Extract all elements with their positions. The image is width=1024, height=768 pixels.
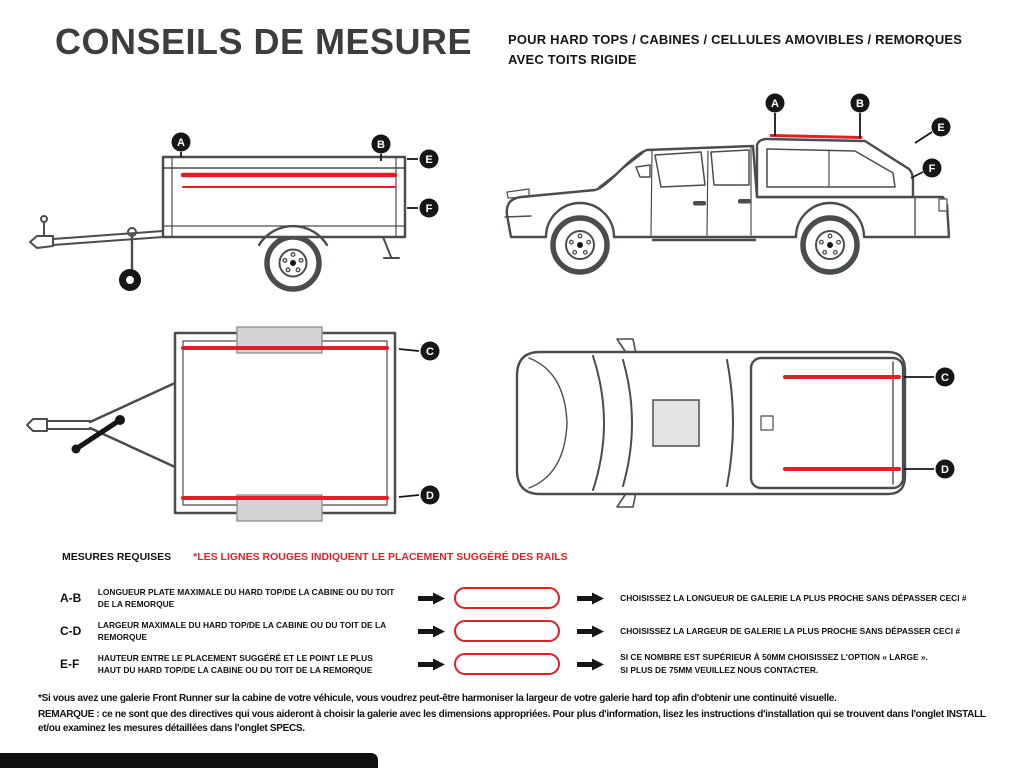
- marker-c: C: [398, 341, 440, 361]
- door-handle: [738, 199, 751, 204]
- svg-text:A: A: [771, 98, 779, 110]
- marker-a: A: [765, 93, 785, 136]
- trailer-box: [161, 155, 407, 239]
- svg-text:C: C: [426, 346, 434, 358]
- footnote-line-2: REMARQUE : ce ne sont que des directives…: [38, 708, 986, 735]
- canopy-top: [749, 356, 905, 490]
- hitch-coupling: [29, 235, 54, 249]
- measurement-value-box-ef: [454, 653, 561, 675]
- page-title: CONSEILS DE MESURE: [55, 21, 473, 62]
- svg-text:E: E: [937, 122, 944, 134]
- measure-key-ab: A-B: [60, 591, 82, 605]
- marker-b: B: [850, 93, 870, 138]
- trailer-box-top: [173, 331, 397, 515]
- headlight: [506, 188, 530, 199]
- measure-description-ab: LONGUEUR PLATE MAXIMALE DU HARD TOP/DE L…: [97, 586, 395, 609]
- svg-text:B: B: [856, 98, 864, 110]
- measure-instruction-ab: CHOISISSEZ LA LONGUEUR DE GALERIE LA PLU…: [620, 592, 967, 603]
- roof-vent: [760, 415, 774, 431]
- tail-light: [938, 198, 948, 212]
- marker-e: E: [407, 149, 439, 169]
- arrow-right-icon: [577, 658, 605, 670]
- svg-text:D: D: [941, 464, 949, 476]
- measure-instruction-cd: CHOISISSEZ LA LARGEUR DE GALERIE LA PLUS…: [620, 625, 961, 636]
- marker-f: F: [407, 198, 439, 218]
- sunroof: [652, 399, 700, 447]
- svg-text:E: E: [425, 154, 432, 166]
- subtitle-line-1: POUR HARD TOPS / CABINES / CELLULES AMOV…: [508, 32, 963, 47]
- measure-key-ef: E-F: [60, 657, 80, 671]
- jockey-crank-handle: [71, 415, 125, 454]
- measurement-value-box-cd: [454, 620, 561, 642]
- truck-side-view-diagram: A B E F: [504, 93, 951, 275]
- page-subtitle: POUR HARD TOPS / CABINES / CELLULES AMOV…: [508, 30, 962, 70]
- trailer-top-view-diagram: C D: [26, 326, 440, 522]
- arrow-right-icon: [418, 592, 446, 604]
- fender: [257, 224, 329, 247]
- svg-text:F: F: [426, 203, 433, 215]
- red-lines-legend-note: *LES LIGNES ROUGES INDIQUENT LE PLACEMEN…: [193, 551, 568, 563]
- measures-heading: MESURES REQUISES: [62, 551, 172, 563]
- arrow-right-icon: [577, 592, 605, 604]
- side-mirror: [635, 164, 651, 178]
- marker-d: D: [904, 459, 955, 479]
- subtitle-line-2: AVEC TOITS RIGIDE: [508, 52, 637, 68]
- measurement-value-box-ab: [454, 587, 561, 609]
- door-handle: [693, 201, 706, 206]
- arrow-right-icon: [418, 658, 446, 670]
- measures-table: A-B LONGUEUR PLATE MAXIMALE DU HARD TOP/…: [60, 583, 1010, 682]
- svg-text:F: F: [929, 163, 936, 175]
- marker-b: B: [371, 134, 391, 161]
- marker-e: E: [914, 117, 951, 144]
- arrow-right-icon: [577, 625, 605, 637]
- hitch-coupling: [26, 418, 48, 432]
- front-wheel: [550, 215, 610, 275]
- measure-row-ab: A-B LONGUEUR PLATE MAXIMALE DU HARD TOP/…: [60, 583, 1010, 613]
- marker-a: A: [171, 132, 191, 157]
- trailer-side-view-diagram: A B E F: [29, 132, 439, 292]
- svg-text:A: A: [177, 137, 185, 149]
- footnote: *Si vous avez une galerie Front Runner s…: [38, 692, 996, 738]
- truck-top-view-diagram: C D: [515, 338, 955, 508]
- rear-door-window: [710, 149, 750, 186]
- svg-text:C: C: [941, 372, 949, 384]
- measure-instruction-ef: SI CE NOMBRE EST SUPÉRIEUR À 50MM CHOISI…: [620, 652, 928, 675]
- marker-c: C: [904, 367, 955, 387]
- marker-d: D: [398, 485, 440, 505]
- rail-placement-line: [769, 134, 863, 139]
- svg-text:D: D: [426, 490, 434, 502]
- measure-row-cd: C-D LARGEUR MAXIMALE DU HARD TOP/DE LA C…: [60, 616, 1010, 646]
- footnote-line-1: *Si vous avez une galerie Front Runner s…: [38, 693, 837, 704]
- svg-text:B: B: [377, 139, 385, 151]
- bottom-bar: [0, 753, 378, 768]
- measure-row-ef: E-F HAUTEUR ENTRE LE PLACEMENT SUGGÉRÉ E…: [60, 649, 1010, 679]
- trailer-wheel: [264, 234, 322, 292]
- front-door-window: [654, 151, 706, 188]
- measure-key-cd: C-D: [60, 624, 82, 638]
- arrow-right-icon: [418, 625, 446, 637]
- truck-body: [505, 144, 951, 239]
- canopy-window: [766, 148, 896, 188]
- marker-f: F: [910, 158, 942, 179]
- measures-header: MESURES REQUISES *LES LIGNES ROUGES INDI…: [62, 551, 568, 563]
- measure-description-cd: LARGEUR MAXIMALE DU HARD TOP/DE LA CABIN…: [97, 619, 386, 642]
- rear-wheel: [800, 215, 860, 275]
- measure-description-ef: HAUTEUR ENTRE LE PLACEMENT SUGGÉRÉ ET LE…: [97, 652, 373, 675]
